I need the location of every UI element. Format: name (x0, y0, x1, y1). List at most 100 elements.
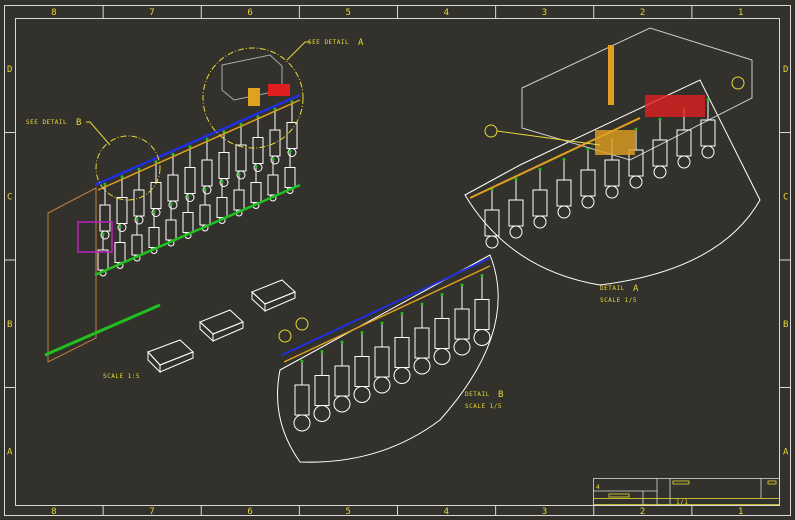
valve-module (218, 130, 230, 187)
zone-label-C: C (783, 192, 788, 202)
valve-module (353, 331, 371, 403)
enclosure (521, 27, 753, 161)
valve-module (286, 100, 298, 157)
valve-module (182, 195, 194, 239)
detail-b-title: DETAIL (465, 391, 490, 398)
valve-module (235, 122, 247, 180)
zone-label-C: C (7, 192, 12, 202)
orange-fitting (248, 88, 260, 106)
valve-module (133, 167, 145, 225)
valve-module (508, 177, 524, 239)
valve-module (269, 107, 281, 165)
zone-label-A: A (7, 447, 13, 457)
detail-a-title: DETAIL (600, 285, 625, 292)
valve-module (313, 350, 331, 422)
zone-label-3: 3 (542, 8, 547, 18)
valve-module (201, 137, 213, 195)
detail-b-circle (95, 135, 161, 201)
valve-module (473, 274, 491, 346)
balloon (484, 124, 498, 138)
title-block: 1/1 4 (593, 478, 780, 506)
leader-line (86, 121, 111, 146)
valve-module (293, 359, 311, 432)
zone-label-B: B (783, 320, 788, 330)
zone-label-5: 5 (345, 8, 350, 18)
zone-label-B: B (7, 320, 12, 330)
zone-label-1: 1 (738, 507, 743, 517)
zone-label-8: 8 (51, 507, 56, 517)
zone-label-7: 7 (149, 507, 154, 517)
valve-module (97, 232, 109, 277)
junction-box (77, 221, 113, 253)
valve-module (373, 321, 391, 394)
din-rail (44, 303, 161, 357)
zone-label-8: 8 (51, 8, 56, 18)
detail-b-letter: B (498, 390, 503, 400)
valve-module (184, 145, 196, 202)
revision: 4 (596, 484, 600, 491)
valve-module (233, 172, 245, 217)
see-detail-b-label: SEE DETAIL (26, 119, 67, 126)
see-detail-b-letter: B (76, 118, 81, 128)
valve-module (167, 152, 179, 210)
inner-frame (15, 18, 780, 506)
valve-module (284, 150, 296, 194)
balloon (731, 76, 745, 90)
valve-module (580, 147, 596, 209)
leader-line (286, 41, 310, 61)
valve-module (114, 225, 126, 269)
loose-parts (147, 279, 296, 374)
valve-module (99, 182, 111, 240)
see-detail-a-letter: A (358, 38, 364, 48)
valve-module (556, 157, 572, 219)
valve-module (252, 115, 264, 172)
balloon (295, 317, 309, 331)
zone-label-2: 2 (640, 507, 645, 517)
valve-module (433, 293, 451, 365)
orange-rail (97, 99, 301, 191)
valve-module (628, 127, 644, 189)
zone-label-A: A (783, 447, 789, 457)
main-assembly-view: SEE DETAIL A SEE DETAIL B SCALE 1:5 (26, 38, 364, 380)
zone-label-4: 4 (444, 8, 449, 18)
valve-module (199, 187, 211, 232)
valve-module (250, 165, 262, 209)
red-fitting (268, 84, 290, 96)
valve-module (393, 312, 411, 384)
main-scale-label: SCALE 1:5 (103, 373, 140, 380)
top-rail (94, 93, 301, 187)
detail-b-scale: SCALE 1/5 (465, 403, 502, 410)
valve-module (333, 340, 351, 413)
lower-rail (94, 183, 301, 277)
zone-label-2: 2 (640, 8, 645, 18)
see-detail-a-label: SEE DETAIL (308, 39, 349, 46)
manifold-block (595, 130, 635, 155)
vertical-fitting (608, 45, 614, 105)
zone-label-6: 6 (247, 8, 252, 18)
detail-b-view: DETAIL B SCALE 1/5 (277, 254, 503, 463)
sheet-number: 1/1 (676, 499, 688, 506)
zone-label-5: 5 (345, 507, 350, 517)
valve-module (453, 283, 471, 356)
valve-module (413, 302, 431, 375)
valve-module (216, 180, 228, 224)
detail-a-view: DETAIL A SCALE 1/5 (464, 27, 761, 304)
detail-a-letter: A (633, 284, 639, 294)
zone-label-6: 6 (247, 507, 252, 517)
detail-a-circle (202, 47, 304, 149)
outer-frame (4, 5, 791, 516)
valve-module (484, 187, 500, 249)
back-plate (47, 187, 97, 363)
valve-module (267, 157, 279, 202)
zone-label-3: 3 (542, 507, 547, 517)
valve-module (116, 175, 128, 232)
zone-label-4: 4 (444, 507, 449, 517)
balloon (278, 329, 292, 343)
zone-label-D: D (783, 65, 788, 75)
zone-label-1: 1 (738, 8, 743, 18)
valve-module (700, 97, 716, 159)
detail-a-scale: SCALE 1/5 (600, 297, 637, 304)
valve-module (652, 117, 668, 179)
